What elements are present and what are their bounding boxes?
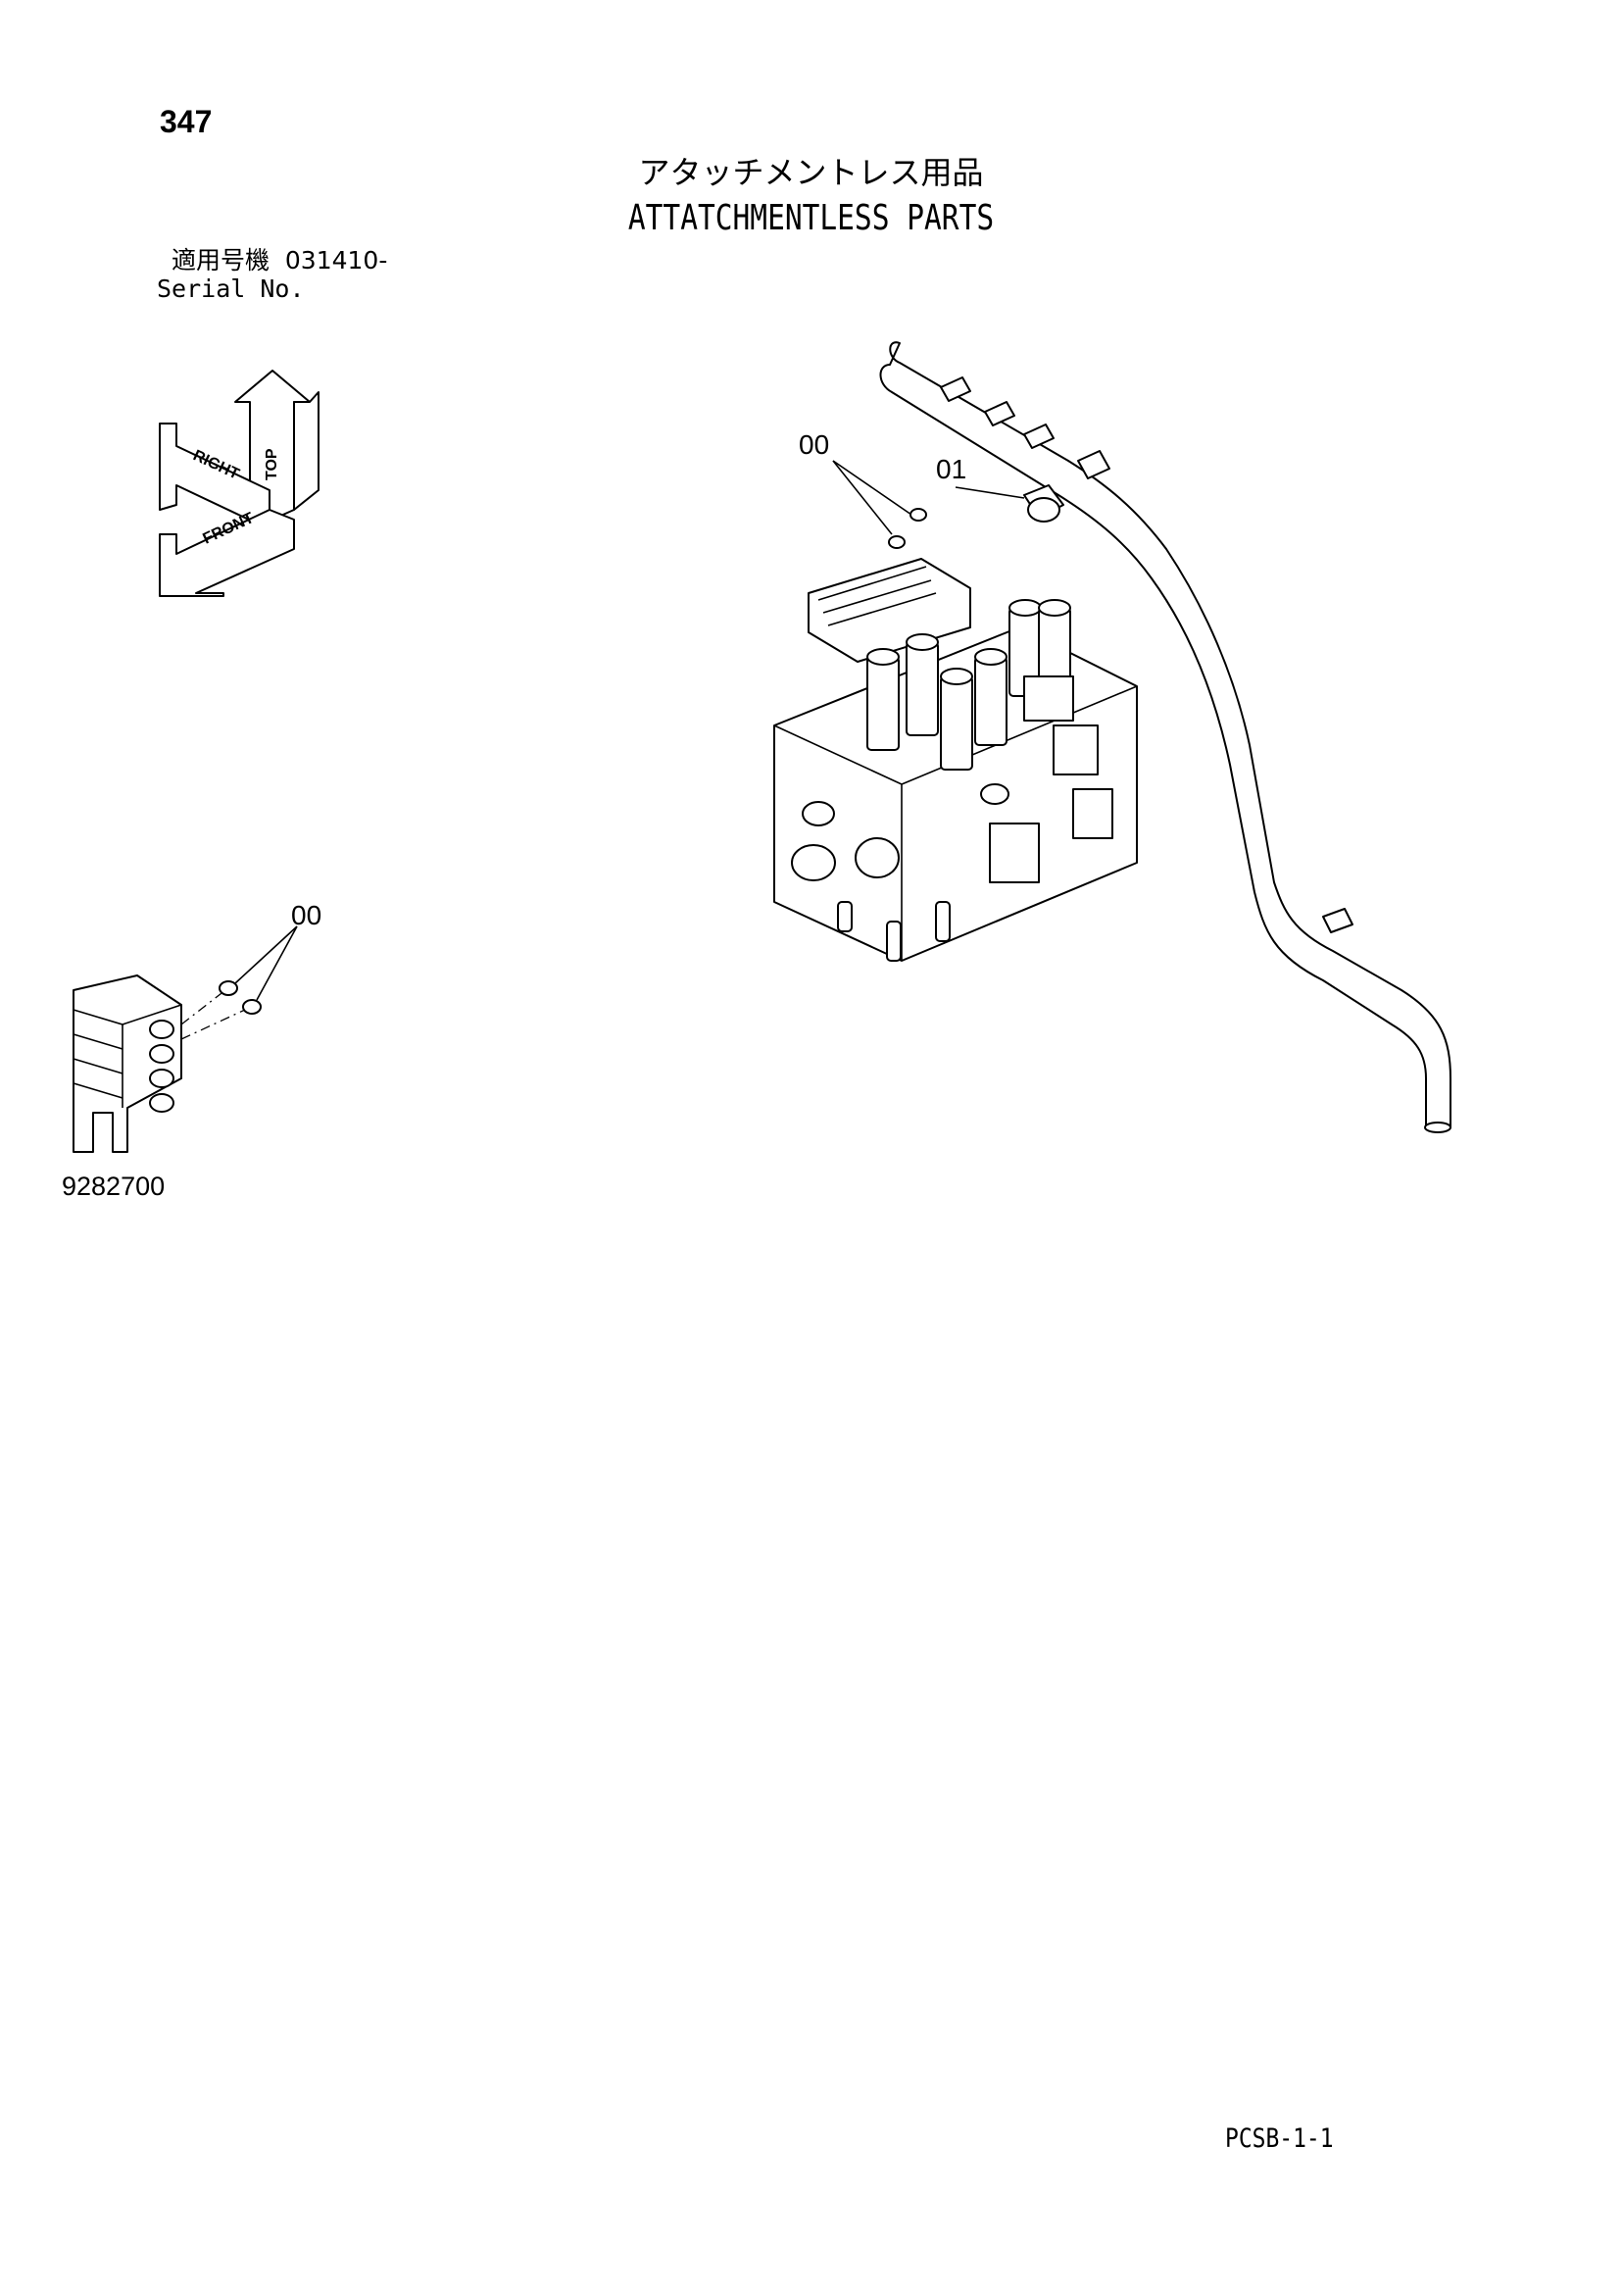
callout-00-small: 00 (291, 900, 321, 930)
title-english: ATTATCHMENTLESS PARTS (627, 198, 995, 238)
leader-00-b (832, 460, 912, 516)
valve-block-d (989, 823, 1040, 883)
label-top: TOP (264, 448, 280, 480)
valve-port-a (802, 801, 835, 826)
page-number: 347 (160, 104, 213, 139)
pilot-valve-fittings (149, 1020, 174, 1113)
valve-port-c (855, 837, 900, 878)
top-arrow-side (293, 391, 319, 511)
callout-00-main-group: 00 (799, 429, 927, 549)
leader-00-small-b (256, 925, 298, 1001)
callout-00-main: 00 (799, 429, 829, 460)
control-valve (773, 558, 1138, 962)
plug-00-small-a (219, 980, 238, 996)
valve-block-a (1023, 675, 1074, 722)
leader-01 (955, 486, 1025, 499)
valve-port-d (980, 783, 1009, 805)
plug-00-b (909, 508, 927, 522)
serial-label-english: Serial No. (157, 275, 305, 303)
plug-00-a (888, 535, 906, 549)
pipe-ports (940, 376, 1353, 933)
serial-label-japanese: 適用号機 031410- (172, 246, 388, 275)
pilot-valve-body (73, 974, 182, 1153)
title-japanese: アタッチメントレス用品 (638, 154, 984, 191)
front-arrow-shape (159, 509, 295, 597)
valve-block-c (1072, 788, 1113, 839)
leader-00-a (832, 460, 893, 535)
valve-port-b (791, 844, 836, 881)
spool-caps (866, 599, 1071, 771)
pilot-valve-small: 00 (73, 900, 321, 1153)
pipe-end (1424, 1122, 1451, 1133)
center-lines (180, 989, 246, 1040)
valve-block-b (1053, 724, 1099, 775)
leader-00-small-a (234, 925, 298, 984)
plug-00-small-b (242, 999, 262, 1015)
pipe-assembly (879, 341, 1451, 1133)
figure-number: 9282700 (62, 1172, 166, 1201)
callout-01: 01 (936, 454, 966, 484)
plug-01: 01 (936, 454, 1064, 523)
orientation-indicator: TOP RIGHT FRONT (159, 370, 319, 597)
page-code: PCSB-1-1 (1225, 2123, 1334, 2154)
